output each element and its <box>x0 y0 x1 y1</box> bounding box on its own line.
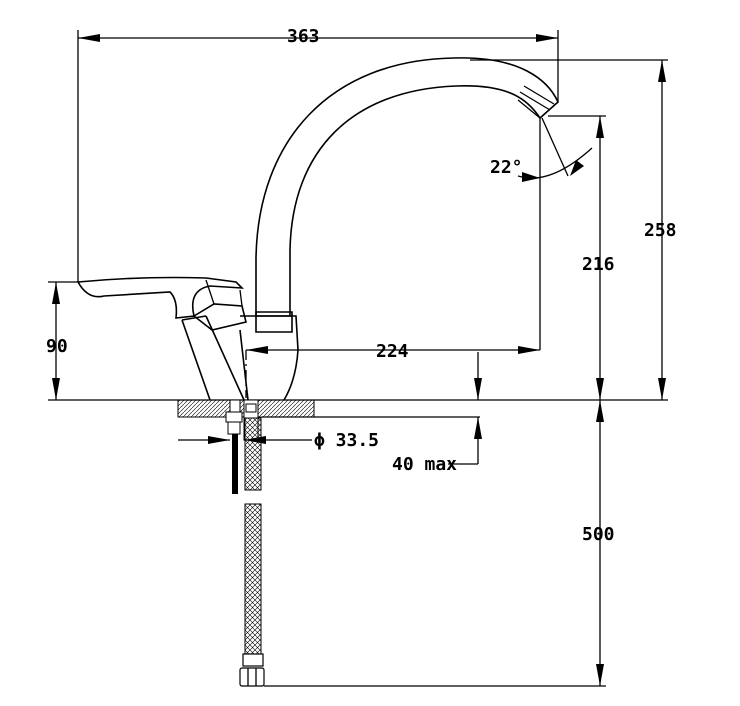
dim-total-reach: 363 <box>77 26 559 282</box>
hose-length-label: 500 <box>582 524 615 545</box>
total-height-label: 258 <box>644 220 677 241</box>
deck-thickness-label: 40 max <box>392 454 457 475</box>
spout-height-label: 216 <box>582 254 615 275</box>
dim-handle-height: 90 <box>46 281 80 400</box>
dim-hose-length: 500 <box>264 400 615 687</box>
hole-diameter-label: ϕ 33.5 <box>314 430 379 451</box>
dim-deck-thickness: 40 max <box>262 352 482 475</box>
dim-spout-height: 216 <box>548 115 615 400</box>
handle-height-label: 90 <box>46 336 68 357</box>
dim-swivel-angle: 22° <box>490 117 593 350</box>
faucet-outline <box>76 57 559 401</box>
swivel-angle-label: 22° <box>490 157 523 178</box>
total-reach-label: 363 <box>287 26 320 47</box>
flexible-hose <box>239 417 265 687</box>
dim-spout-reach: 224 <box>246 341 540 362</box>
dim-total-height: 258 <box>470 59 677 400</box>
spout-reach-label: 224 <box>376 341 409 362</box>
dim-hole-diameter: ϕ 33.5 <box>178 430 379 451</box>
